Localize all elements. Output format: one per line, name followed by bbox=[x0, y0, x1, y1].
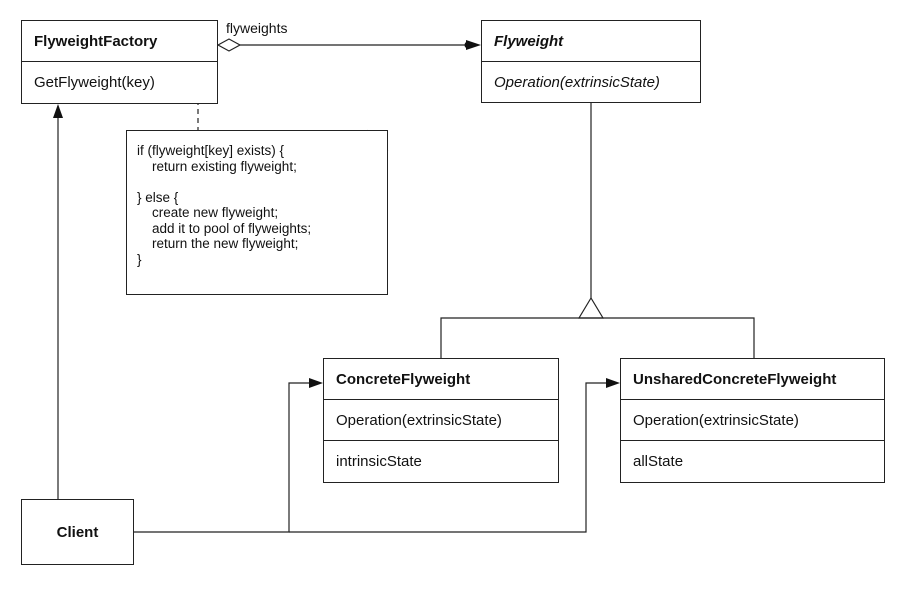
note-line: } bbox=[137, 251, 142, 267]
flyweight-class[interactable]: Flyweight Operation(extrinsicState) bbox=[481, 20, 701, 103]
class-name: Client bbox=[56, 523, 99, 541]
client-concrete-line bbox=[134, 382, 311, 533]
inheritance-triangle bbox=[577, 296, 605, 319]
client-unshared-arrowhead bbox=[606, 378, 620, 388]
attribute: allState bbox=[621, 440, 884, 482]
client-unshared-line bbox=[289, 382, 608, 533]
concrete-flyweight-class[interactable]: ConcreteFlyweight Operation(extrinsicSta… bbox=[323, 358, 559, 483]
operation: GetFlyweight(key) bbox=[22, 61, 217, 103]
pseudocode-note: if (flyweight[key] exists) { return exis… bbox=[126, 130, 388, 295]
client-factory-arrowhead bbox=[53, 104, 63, 118]
association-label: flyweights bbox=[226, 20, 288, 36]
class-name: UnsharedConcreteFlyweight bbox=[633, 370, 837, 388]
class-name: FlyweightFactory bbox=[34, 32, 158, 50]
note-line: if (flyweight[key] exists) { bbox=[137, 143, 285, 158]
operation: Operation(extrinsicState) bbox=[482, 61, 700, 102]
class-name: ConcreteFlyweight bbox=[336, 370, 471, 388]
flyweight-factory-class[interactable]: FlyweightFactory GetFlyweight(key) bbox=[21, 20, 218, 104]
note-line: ​ bbox=[137, 174, 387, 190]
aggregation-diamond bbox=[216, 38, 242, 52]
client-concrete-arrowhead bbox=[309, 378, 323, 388]
multiplicity-dot bbox=[464, 41, 472, 49]
attribute: intrinsicState bbox=[324, 440, 558, 482]
unshared-concrete-flyweight-class[interactable]: UnsharedConcreteFlyweight Operation(extr… bbox=[620, 358, 885, 483]
client-class[interactable]: Client bbox=[21, 499, 134, 565]
note-line: create new flyweight; bbox=[137, 205, 279, 220]
operation: Operation(extrinsicState) bbox=[324, 399, 558, 440]
note-line: add it to pool of flyweights; bbox=[137, 220, 312, 236]
note-line: return the new flyweight; bbox=[137, 236, 299, 251]
note-line: return existing flyweight; bbox=[137, 158, 297, 174]
inheritance-branches bbox=[440, 317, 755, 358]
operation: Operation(extrinsicState) bbox=[621, 399, 884, 440]
note-line: } else { bbox=[137, 189, 179, 205]
class-name: Flyweight bbox=[494, 32, 564, 50]
